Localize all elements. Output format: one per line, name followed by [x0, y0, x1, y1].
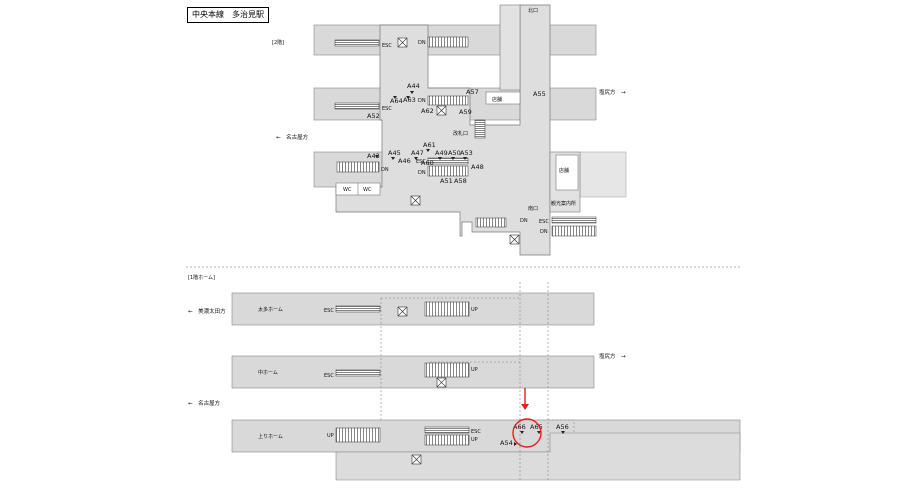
svg-text:A45: A45	[388, 149, 401, 157]
svg-text:DN: DN	[520, 218, 528, 224]
svg-text:A47: A47	[411, 149, 424, 157]
shop-label-north: 店舗	[492, 96, 502, 103]
svg-text:A59: A59	[459, 108, 472, 116]
svg-text:ESC: ESC	[324, 308, 334, 314]
svg-text:A46: A46	[398, 157, 411, 165]
svg-text:DN: DN	[418, 98, 426, 104]
direction-nagoya-1f: ← 名古屋方	[188, 399, 221, 407]
svg-text:DN: DN	[418, 170, 426, 176]
svg-text:A44: A44	[407, 82, 420, 90]
svg-text:A63: A63	[403, 96, 416, 104]
svg-text:ESC: ESC	[382, 106, 392, 112]
floor2-heading: [2階]	[272, 39, 284, 46]
direction-shiojiri-1f: 塩尻方 →	[599, 352, 626, 360]
direction-minokamo: ← 美濃太田方	[188, 307, 226, 315]
svg-text:A43: A43	[367, 152, 380, 160]
floor1-plan: [1階ホーム] 太多ホーム 中ホーム 上りホーム ESC	[188, 274, 741, 481]
shop-label-south: 店舗	[559, 167, 569, 174]
platform-mid-label: 中ホーム	[258, 369, 278, 376]
svg-text:A48: A48	[471, 163, 484, 171]
svg-text:A50: A50	[448, 149, 461, 157]
highlight-circle	[512, 418, 542, 448]
north-exit-label: 北口	[528, 7, 538, 14]
gate-labels-2f: A44 A64 A63 A57 A55 A62 A59 A52 A61 A43 …	[367, 82, 546, 185]
tourist-info-label: 観光案内所	[551, 200, 576, 207]
svg-text:A52: A52	[367, 112, 380, 120]
svg-text:UP: UP	[471, 367, 478, 373]
svg-text:ESC: ESC	[416, 159, 426, 165]
direction-nagoya-2f: ← 名古屋方	[276, 133, 309, 141]
wc-label-1: WC	[343, 187, 352, 193]
platform-top-label: 太多ホーム	[258, 306, 283, 313]
floor1-heading: [1階ホーム]	[188, 274, 215, 281]
svg-text:UP: UP	[327, 433, 334, 439]
svg-text:A49: A49	[435, 149, 448, 157]
gate-a54: A54	[500, 439, 513, 447]
svg-text:A51: A51	[440, 177, 453, 185]
svg-text:DN: DN	[381, 167, 389, 173]
svg-text:ESC: ESC	[382, 43, 392, 49]
svg-text:ESC: ESC	[539, 219, 549, 225]
platform-top	[231, 292, 595, 326]
svg-text:UP: UP	[471, 307, 478, 313]
svg-text:A57: A57	[466, 88, 479, 96]
platform-bottom-label: 上りホーム	[258, 433, 283, 440]
svg-text:A62: A62	[421, 107, 434, 115]
svg-text:A64: A64	[390, 97, 403, 105]
svg-text:A53: A53	[460, 149, 473, 157]
gate-labels-1f: A66 A65 A56 A54	[500, 423, 569, 447]
platform-mid	[231, 355, 595, 389]
direction-shiojiri-2f: 塩尻方 →	[599, 88, 626, 96]
svg-text:UP: UP	[471, 437, 478, 443]
gate-a66: A66	[513, 423, 526, 431]
ticket-gate-label: 改札口	[453, 130, 468, 137]
svg-text:A61: A61	[423, 141, 436, 149]
svg-text:DN: DN	[540, 229, 548, 235]
gate-a56: A56	[556, 423, 569, 431]
svg-text:ESC: ESC	[471, 429, 481, 435]
svg-text:A60: A60	[421, 159, 434, 167]
arrow-head-icon	[521, 404, 529, 410]
svg-text:A58: A58	[454, 177, 467, 185]
wc-label-2: WC	[363, 187, 372, 193]
svg-text:ESC: ESC	[324, 373, 334, 379]
station-title: 中央本線 多治見駅	[187, 7, 269, 23]
svg-text:DN: DN	[418, 40, 426, 46]
highlight-marker	[512, 388, 542, 448]
gate-a65: A65	[530, 423, 543, 431]
south-exit-label: 南口	[528, 205, 538, 212]
floor2-plan: [2階] ESC DN	[272, 4, 627, 256]
svg-text:A55: A55	[533, 90, 546, 98]
